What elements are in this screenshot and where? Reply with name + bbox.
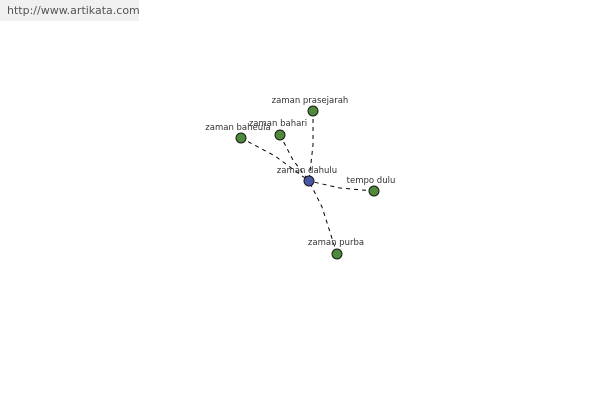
node-dot[interactable] [331, 248, 343, 260]
source-bar: http://www.artikata.com [0, 0, 140, 21]
node-label[interactable]: zaman purba [308, 238, 364, 248]
edge-purba [308, 180, 338, 255]
node-bahari[interactable]: zaman bahari [249, 119, 307, 141]
edge-bahari [279, 134, 310, 182]
center-node-label[interactable]: zaman dahulu [277, 166, 337, 176]
node-label[interactable]: zaman baheula [205, 123, 270, 133]
node-layer: zaman prasejarah zaman bahari zaman bahe… [205, 96, 396, 260]
node-label[interactable]: zaman bahari [249, 119, 307, 129]
node-label[interactable]: tempo dulu [347, 176, 396, 186]
node-dot[interactable] [274, 129, 286, 141]
node-label[interactable]: zaman prasejarah [272, 96, 349, 106]
node-dot[interactable] [307, 105, 319, 117]
node-tempo-dulu[interactable]: tempo dulu [347, 176, 396, 197]
node-center[interactable]: zaman dahulu [277, 166, 337, 187]
center-node-dot[interactable] [303, 175, 315, 187]
node-purba[interactable]: zaman purba [308, 238, 364, 260]
edge-layer [240, 111, 375, 255]
edge-prasejarah [308, 111, 314, 182]
node-dot[interactable] [235, 132, 247, 144]
node-dot[interactable] [368, 185, 380, 197]
edge-tempo-dulu [308, 180, 375, 192]
source-link[interactable]: http://www.artikata.com [7, 4, 140, 17]
node-prasejarah[interactable]: zaman prasejarah [272, 96, 349, 117]
node-baheula[interactable]: zaman baheula [205, 123, 271, 144]
edge-baheula [240, 137, 310, 182]
